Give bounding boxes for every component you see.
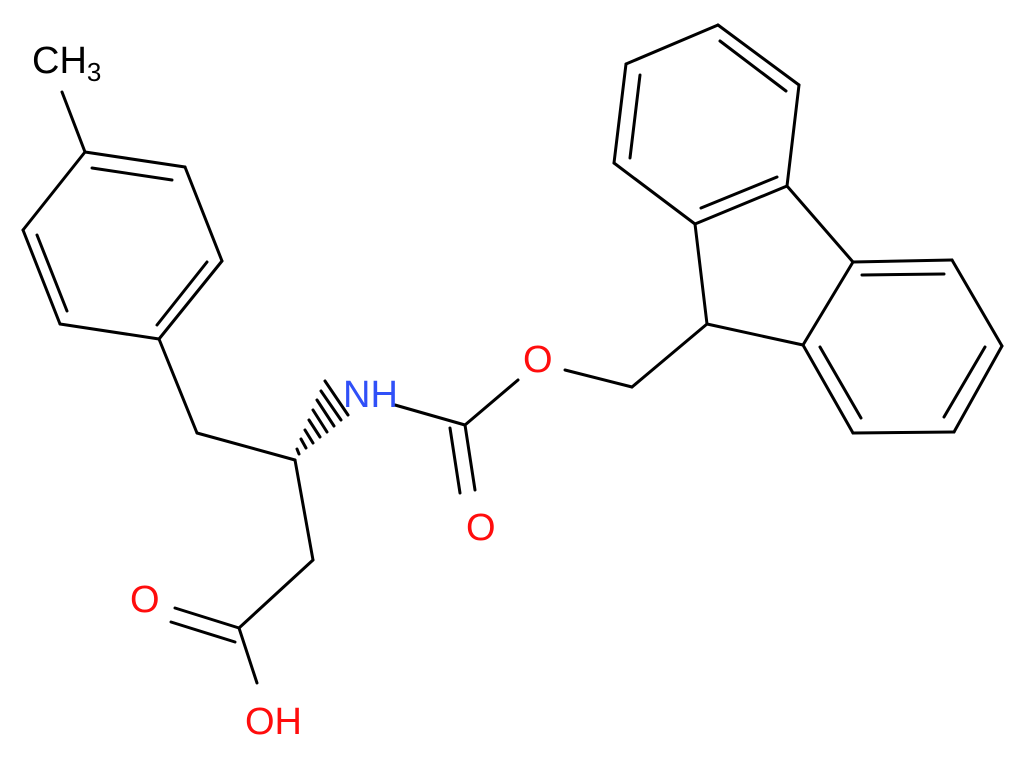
bond (463, 423, 477, 492)
bond (624, 23, 720, 66)
bond (311, 408, 329, 434)
bond (699, 175, 779, 210)
bond (173, 606, 241, 630)
bond (718, 39, 788, 93)
bond (952, 344, 1004, 434)
bond (860, 272, 946, 277)
bond (157, 259, 224, 341)
bond (630, 322, 709, 389)
fluorene-upper-ring (612, 23, 801, 226)
bond (307, 418, 322, 439)
bond (155, 260, 209, 327)
bond (21, 228, 62, 326)
tolyl-ring (21, 150, 224, 341)
bond (315, 398, 336, 428)
bond (785, 83, 801, 188)
bond (393, 403, 467, 427)
acid-hydroxyl-label: OH (245, 701, 302, 743)
bond (319, 389, 343, 422)
bond (693, 222, 709, 326)
bond (612, 62, 628, 165)
bond (448, 426, 462, 495)
stereo-hash-wedge (295, 379, 350, 456)
bond (950, 258, 1004, 348)
bond (237, 558, 315, 630)
bond (785, 184, 855, 264)
bond (195, 431, 297, 462)
bond (169, 620, 237, 644)
bond (90, 166, 174, 182)
bond (563, 368, 634, 389)
bond (323, 379, 350, 417)
bond (293, 458, 315, 562)
bond (801, 343, 855, 435)
methyl-label: CH3 (32, 40, 101, 87)
bond (35, 233, 69, 313)
bond (183, 165, 224, 263)
bond (463, 378, 520, 427)
fluorene-lower-ring (801, 258, 1004, 435)
bond (851, 430, 956, 435)
bond (628, 73, 642, 160)
bond (157, 337, 199, 435)
fluorene-core (693, 184, 855, 347)
bond (237, 626, 259, 685)
bond (612, 161, 697, 226)
bond (58, 322, 161, 341)
acid-carbonyl-oxygen-label: O (130, 579, 160, 621)
bond (705, 322, 805, 347)
bond (83, 150, 187, 169)
methyl-bond (60, 90, 87, 154)
bond (801, 260, 855, 347)
bond (942, 345, 987, 419)
carbamate-oxygen-label: O (466, 507, 496, 549)
bond (21, 150, 87, 232)
bond (818, 345, 863, 420)
bond (693, 184, 789, 226)
amine-label: NH (343, 374, 398, 416)
bond (716, 23, 801, 87)
bond (303, 428, 315, 445)
bond (295, 447, 301, 456)
bond (299, 437, 308, 450)
ester-oxygen-label: O (523, 339, 553, 381)
bond (851, 258, 954, 264)
